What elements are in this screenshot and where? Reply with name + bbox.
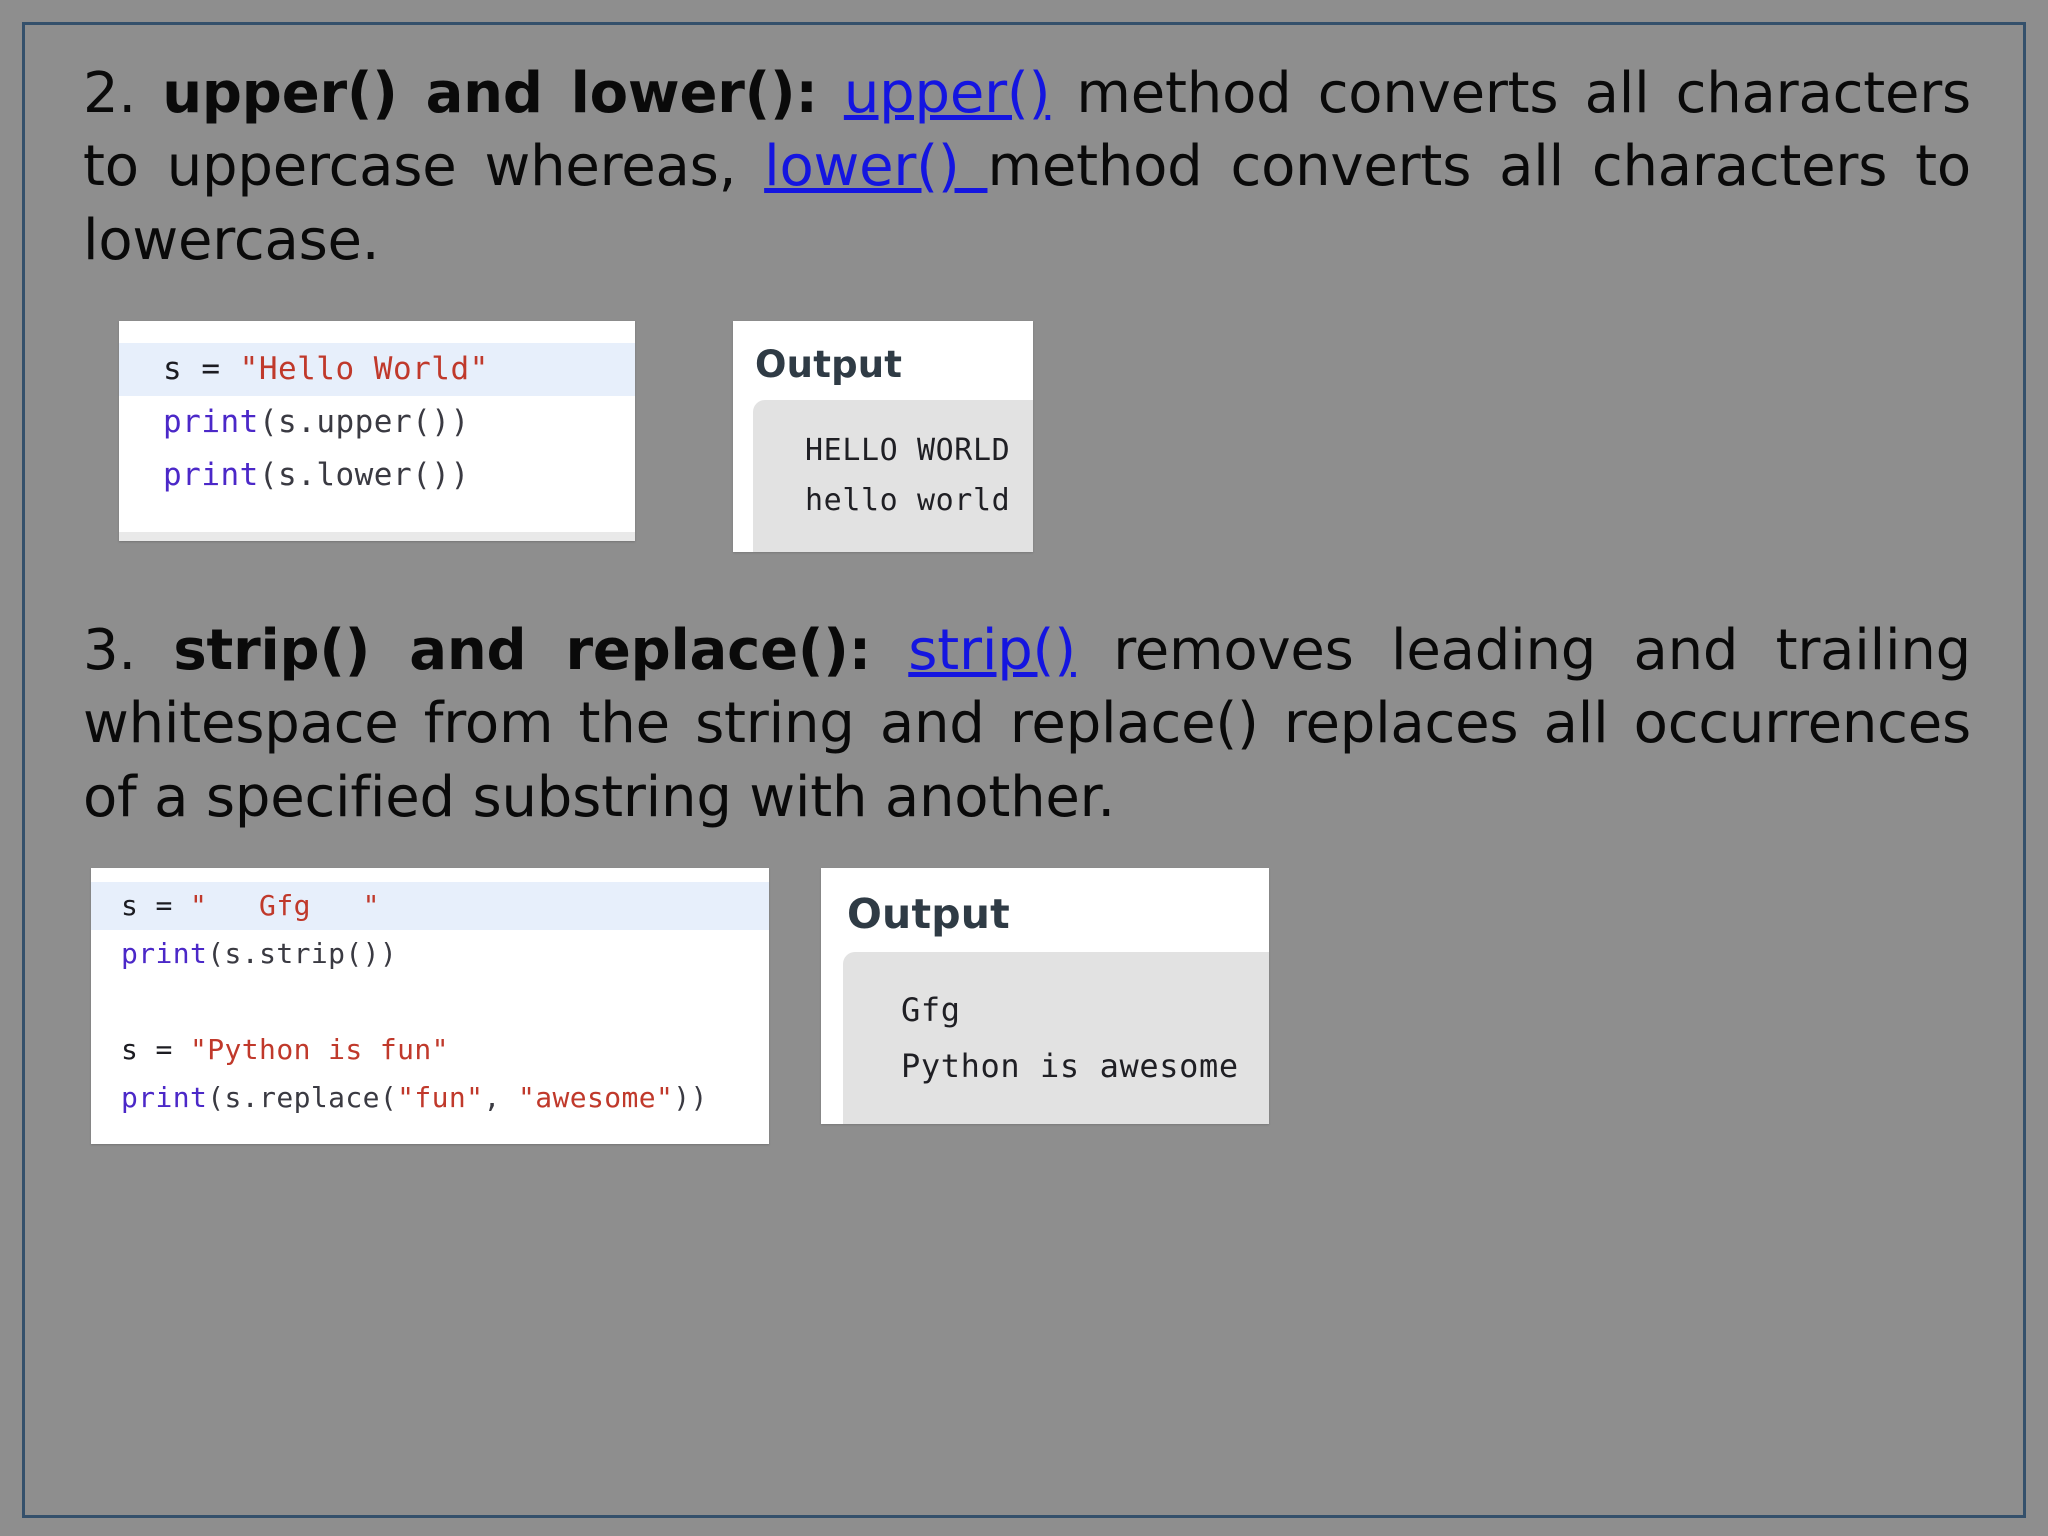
section-3-output-card: Output Gfg Python is awesome	[821, 868, 1269, 1125]
section-3-body-part1: removes leading and trailing whitespace …	[83, 618, 1971, 830]
upper-method-link[interactable]: upper()	[843, 61, 1051, 126]
code-token: s =	[121, 1033, 191, 1067]
slide-frame: 2. upper() and lower(): upper() method c…	[22, 22, 2026, 1518]
code-token: "Python is fun"	[190, 1033, 449, 1067]
code-line: print(s.strip())	[91, 930, 769, 978]
code-token: "Hello World"	[239, 351, 489, 388]
output-body: Gfg Python is awesome	[843, 952, 1269, 1125]
section-2-colon: :	[795, 61, 818, 126]
section-2-title: upper() and lower()	[162, 61, 796, 126]
output-line: Gfg	[901, 991, 961, 1030]
strip-method-link[interactable]: strip()	[908, 618, 1076, 684]
section-2-output-card: Output HELLO WORLD hello world	[733, 321, 1033, 553]
section-3-code-block: s = " Gfg " print(s.strip()) s = "Python…	[91, 868, 769, 1145]
section-2-paragraph: 2. upper() and lower(): upper() method c…	[83, 57, 1971, 277]
code-token: (s.lower())	[258, 457, 470, 494]
code-line: print(s.upper())	[119, 396, 635, 449]
section-3-figures: s = " Gfg " print(s.strip()) s = "Python…	[83, 868, 1971, 1145]
lower-method-link[interactable]: lower()	[764, 134, 988, 200]
code-token: print	[163, 457, 259, 494]
code-token: "fun"	[397, 1081, 484, 1115]
code-line: print(s.lower())	[119, 449, 635, 502]
output-title: Output	[755, 343, 903, 387]
code-line-blank	[91, 978, 769, 1026]
code-token: (s.replace(	[207, 1081, 398, 1115]
code-token: print	[163, 404, 259, 441]
code-token: ,	[483, 1081, 518, 1115]
code-token: s =	[121, 889, 191, 923]
output-line: HELLO WORLD	[805, 433, 1011, 469]
code-token: (s.strip())	[207, 937, 398, 971]
code-token: ))	[673, 1081, 708, 1115]
code-token: s =	[163, 351, 240, 388]
code-line: s = "Python is fun"	[91, 1026, 769, 1074]
code-token: print	[121, 937, 208, 971]
section-2-figures: s = "Hello World" print(s.upper()) print…	[83, 321, 1971, 553]
section-3-paragraph: 3. strip() and replace(): strip() remove…	[83, 614, 1971, 834]
section-3-number: 3.	[83, 618, 137, 684]
section-2-body-part2: method converts all characters to lowerc…	[83, 134, 1971, 273]
section-2-number: 2.	[83, 61, 137, 126]
section-3-colon: :	[848, 618, 871, 684]
code-token: print	[121, 1081, 208, 1115]
code-token: "awesome"	[517, 1081, 674, 1115]
code-line: s = "Hello World"	[119, 343, 635, 397]
output-line: Python is awesome	[901, 1047, 1239, 1086]
code-line: s = " Gfg "	[91, 882, 769, 931]
output-body: HELLO WORLD hello world	[753, 400, 1033, 553]
section-2-code-block: s = "Hello World" print(s.upper()) print…	[119, 321, 635, 542]
code-token: " Gfg "	[190, 889, 380, 923]
section-3-title: strip() and replace()	[173, 618, 849, 684]
code-token: (s.upper())	[258, 404, 470, 441]
section-2-body-part1: method converts all characters to upperc…	[83, 61, 1971, 200]
output-title: Output	[847, 890, 1010, 939]
output-line: hello world	[805, 483, 1011, 519]
code-line: print(s.replace("fun", "awesome"))	[91, 1074, 769, 1122]
